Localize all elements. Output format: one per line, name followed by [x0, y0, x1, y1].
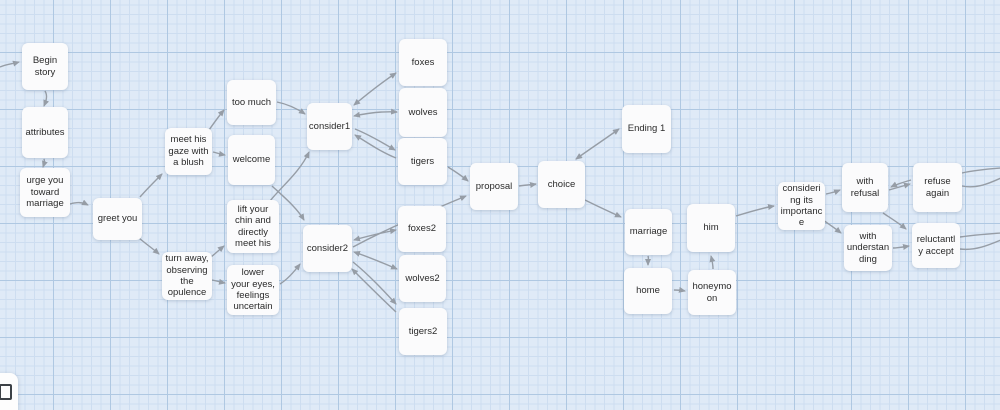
node-consider1[interactable]: consider1	[307, 103, 352, 150]
node-foxes[interactable]: foxes	[399, 39, 447, 86]
node-refuse-again[interactable]: refuse again	[913, 163, 962, 212]
node-foxes2[interactable]: foxes2	[398, 206, 446, 252]
node-wolves[interactable]: wolves	[399, 88, 447, 137]
node-him[interactable]: him	[687, 204, 735, 252]
node-label: home	[636, 285, 660, 297]
node-with-understanding[interactable]: with understan ding	[844, 225, 892, 271]
node-label: refuse again	[924, 176, 951, 199]
node-choice[interactable]: choice	[538, 161, 585, 208]
node-label: with understan ding	[846, 230, 890, 265]
node-attributes[interactable]: attributes	[22, 107, 68, 158]
node-consider2[interactable]: consider2	[303, 225, 352, 272]
node-label: reluctantl y accept	[916, 234, 956, 257]
node-lift-your-chin[interactable]: lift your chin and directly meet his	[227, 200, 279, 253]
node-with-refusal[interactable]: with refusal	[842, 163, 888, 212]
node-label: foxes	[411, 56, 435, 68]
node-label: consideri ng its importanc e	[780, 183, 823, 229]
node-tigers2[interactable]: tigers2	[399, 308, 447, 355]
node-label: welcome	[232, 154, 271, 166]
node-label: wolves	[408, 106, 438, 118]
node-begin-story[interactable]: Begin story	[22, 43, 68, 90]
node-label: tigers2	[408, 325, 438, 337]
node-label: choice	[547, 178, 576, 190]
node-too-much[interactable]: too much	[227, 80, 276, 125]
node-marriage[interactable]: marriage	[625, 209, 672, 255]
node-label: Ending 1	[627, 123, 666, 135]
node-label: urge you toward marriage	[26, 175, 64, 210]
node-label: lower your eyes, feelings uncertain	[231, 267, 275, 313]
node-label: too much	[231, 96, 272, 108]
node-home[interactable]: home	[624, 268, 672, 314]
square-node-icon[interactable]	[0, 384, 12, 400]
node-considering-its-importance[interactable]: consideri ng its importanc e	[778, 182, 825, 230]
node-label: foxes2	[408, 223, 436, 235]
node-label: proposal	[475, 180, 513, 192]
node-welcome[interactable]: welcome	[228, 135, 275, 185]
node-label: greet you	[97, 213, 138, 225]
node-label: Begin story	[32, 55, 58, 78]
node-label: meet his gaze with a blush	[168, 134, 209, 169]
node-greet-you[interactable]: greet you	[93, 198, 142, 240]
node-ending-1[interactable]: Ending 1	[622, 105, 671, 153]
node-label: consider2	[306, 242, 349, 254]
node-label: tigers	[410, 155, 435, 167]
node-label: him	[703, 222, 719, 234]
node-meet-his-gaze[interactable]: meet his gaze with a blush	[165, 128, 212, 175]
node-label: consider1	[308, 120, 351, 132]
node-honeymoon[interactable]: honeymo on	[688, 270, 736, 315]
node-label: lift your chin and directly meet his	[235, 203, 271, 249]
node-label: marriage	[629, 226, 668, 238]
node-label: honeymo on	[692, 281, 732, 304]
node-label: wolves2	[405, 272, 440, 284]
node-tigers[interactable]: tigers	[398, 138, 447, 185]
node-label: attributes	[25, 126, 65, 138]
node-turn-away[interactable]: turn away, observing the opulence	[162, 252, 212, 300]
node-label: turn away, observing the opulence	[165, 253, 209, 299]
node-urge-you-toward-marriage[interactable]: urge you toward marriage	[20, 168, 70, 217]
node-palette-panel[interactable]	[0, 373, 18, 410]
node-label: with refusal	[850, 176, 880, 199]
node-lower-your-eyes[interactable]: lower your eyes, feelings uncertain	[227, 265, 279, 315]
node-wolves2[interactable]: wolves2	[399, 255, 446, 302]
node-proposal[interactable]: proposal	[470, 163, 518, 210]
node-reluctantly-accept[interactable]: reluctantl y accept	[912, 223, 960, 268]
